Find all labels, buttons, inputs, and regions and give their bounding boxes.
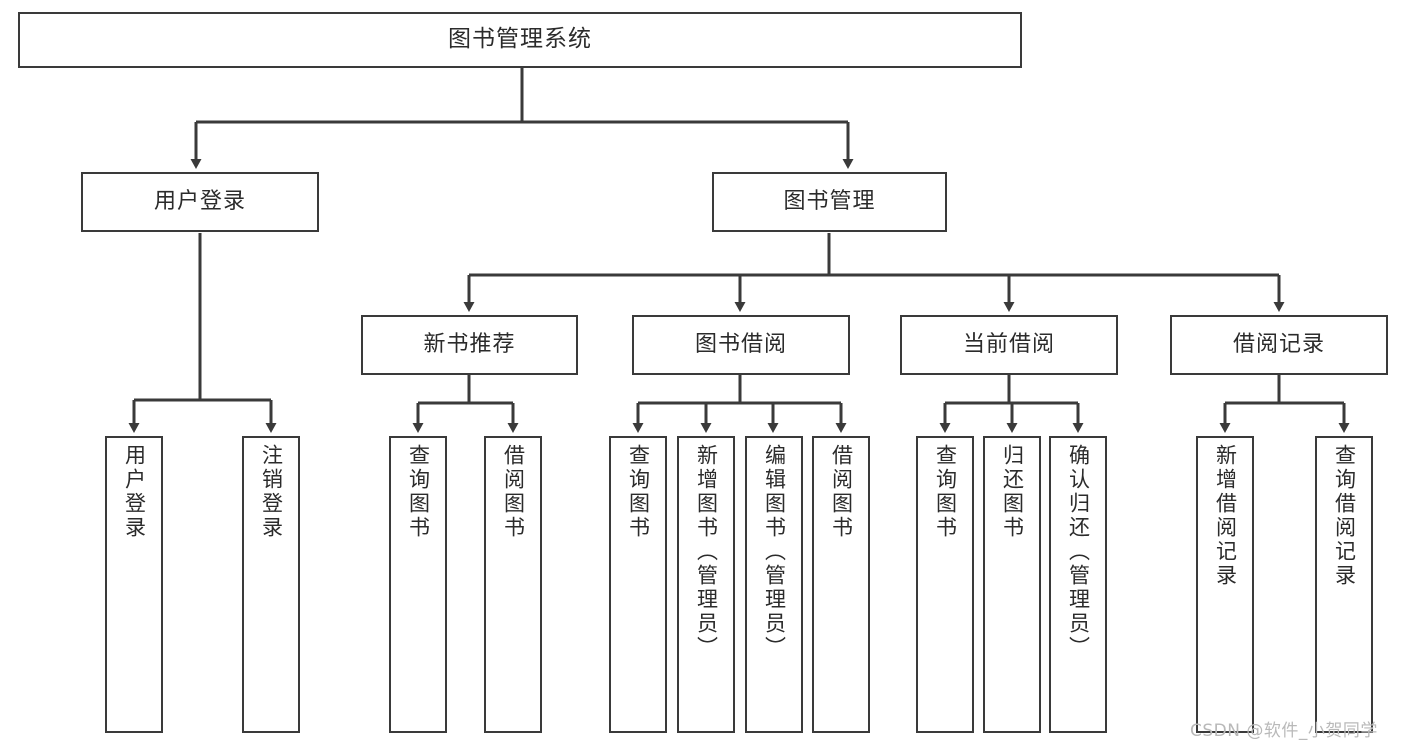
node-label: 图书管理系统 — [448, 26, 592, 53]
leaf-borrow-add-book-admin[interactable]: 新增图书（管理员） — [677, 436, 735, 733]
node-root-book-management-system[interactable]: 图书管理系统 — [18, 12, 1022, 68]
node-label: 查询借阅记录 — [1332, 444, 1357, 588]
node-new-book-recommend[interactable]: 新书推荐 — [361, 315, 578, 375]
node-label: 借阅图书 — [501, 444, 526, 540]
node-label: 归还图书 — [1000, 444, 1025, 540]
leaf-record-add-borrow-record[interactable]: 新增借阅记录 — [1196, 436, 1254, 733]
leaf-borrow-query-book[interactable]: 查询图书 — [609, 436, 667, 733]
node-label: 新增图书（管理员） — [694, 444, 719, 660]
node-current-borrow[interactable]: 当前借阅 — [900, 315, 1118, 375]
leaf-recommend-borrow-book[interactable]: 借阅图书 — [484, 436, 542, 733]
leaf-recommend-query-book[interactable]: 查询图书 — [389, 436, 447, 733]
node-borrow-record[interactable]: 借阅记录 — [1170, 315, 1388, 375]
node-label: 查询图书 — [406, 444, 431, 540]
leaf-current-return-book[interactable]: 归还图书 — [983, 436, 1041, 733]
node-book-management[interactable]: 图书管理 — [712, 172, 947, 232]
leaf-record-query-borrow-record[interactable]: 查询借阅记录 — [1315, 436, 1373, 733]
node-label: 借阅记录 — [1232, 332, 1325, 358]
node-label: 图书借阅 — [694, 332, 787, 358]
leaf-current-confirm-return-admin[interactable]: 确认归还（管理员） — [1049, 436, 1107, 733]
leaf-current-query-book[interactable]: 查询图书 — [916, 436, 974, 733]
node-label: 注销登录 — [259, 444, 284, 540]
node-label: 当前借阅 — [962, 332, 1055, 358]
leaf-logout-login[interactable]: 注销登录 — [242, 436, 300, 733]
leaf-user-login[interactable]: 用户登录 — [105, 436, 163, 733]
node-label: 编辑图书（管理员） — [762, 444, 787, 660]
node-label: 用户登录 — [153, 189, 246, 215]
node-label: 查询图书 — [933, 444, 958, 540]
node-label: 借阅图书 — [829, 444, 854, 540]
node-label: 确认归还（管理员） — [1066, 444, 1091, 660]
node-book-borrow[interactable]: 图书借阅 — [632, 315, 850, 375]
node-label: 图书管理 — [783, 189, 876, 215]
node-user-login[interactable]: 用户登录 — [81, 172, 319, 232]
node-label: 查询图书 — [626, 444, 651, 540]
leaf-borrow-borrow-book[interactable]: 借阅图书 — [812, 436, 870, 733]
node-label: 新增借阅记录 — [1213, 444, 1238, 588]
leaf-borrow-edit-book-admin[interactable]: 编辑图书（管理员） — [745, 436, 803, 733]
node-label: 新书推荐 — [423, 332, 516, 358]
node-label: 用户登录 — [122, 444, 147, 540]
